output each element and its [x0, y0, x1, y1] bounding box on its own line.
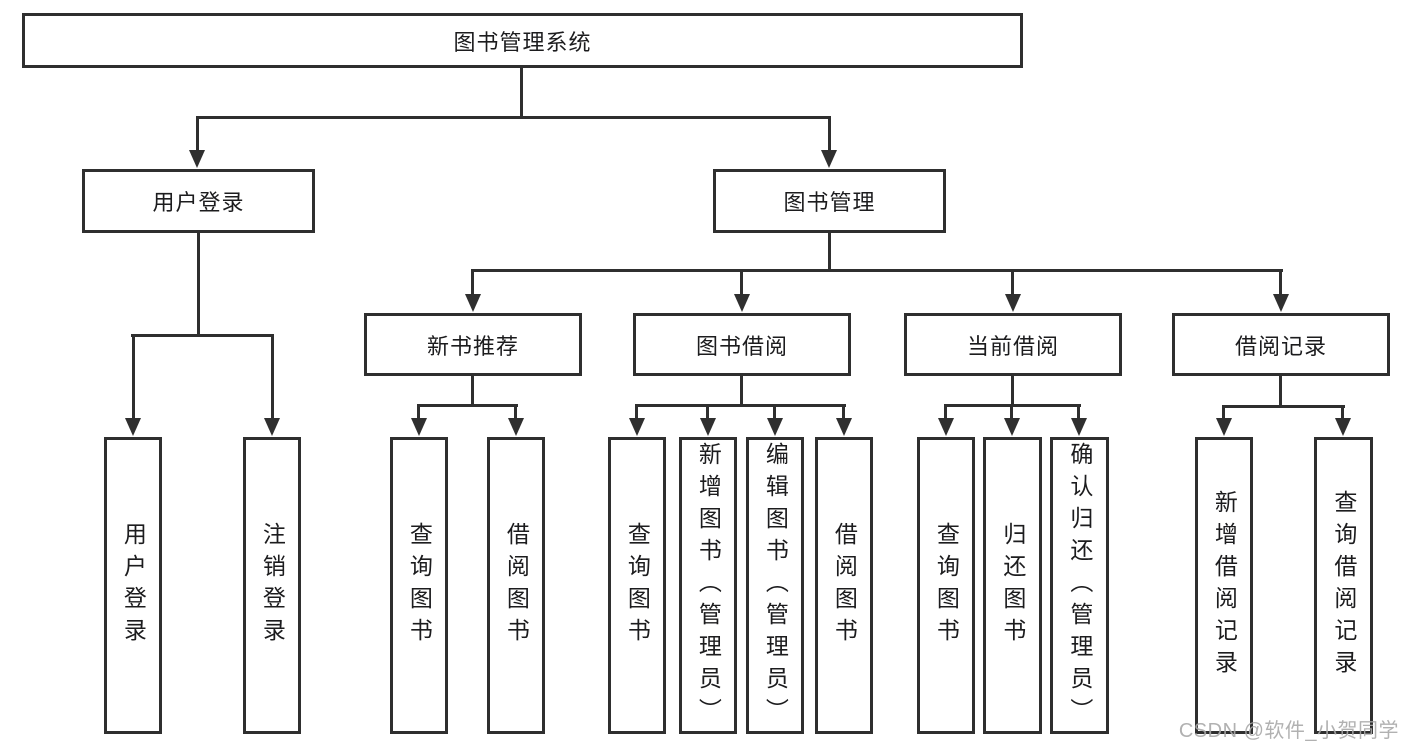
- connector-line: [471, 269, 1283, 272]
- leaf-query-books-recommend: 查询图书: [390, 437, 448, 734]
- arrow-down-icon: [125, 418, 141, 436]
- connector-line: [944, 404, 1081, 407]
- node-library-management-system: 图书管理系统: [22, 13, 1023, 68]
- node-new-book-recommendation: 新书推荐: [364, 313, 582, 376]
- csdn-watermark: CSDN @软件_小贺同学: [1178, 720, 1399, 742]
- connector-line: [1279, 376, 1282, 407]
- connector-line: [520, 68, 523, 118]
- leaf-logout: 注销登录: [243, 437, 301, 734]
- connector-line: [196, 116, 831, 119]
- arrow-down-icon: [767, 418, 783, 436]
- leaf-user-login: 用户登录: [104, 437, 162, 734]
- connector-line: [944, 406, 947, 420]
- leaf-confirm-return-admin: 确认归还（管理员）: [1050, 437, 1109, 734]
- node-label: 查询借阅记录: [1330, 489, 1357, 682]
- connector-line: [635, 404, 846, 407]
- connector-line: [773, 406, 776, 420]
- arrow-down-icon: [1335, 418, 1351, 436]
- arrow-down-icon: [508, 418, 524, 436]
- node-label: 借阅图书: [503, 521, 530, 650]
- node-label: 用户登录: [152, 190, 245, 215]
- node-label: 注销登录: [259, 521, 286, 650]
- node-user-login: 用户登录: [82, 169, 315, 233]
- connector-line: [1011, 376, 1014, 406]
- connector-line: [740, 271, 743, 297]
- leaf-query-books-borrow: 查询图书: [608, 437, 666, 734]
- connector-line: [1077, 406, 1080, 420]
- node-label: 查询图书: [933, 521, 960, 650]
- node-label: 当前借阅: [966, 333, 1059, 359]
- arrow-down-icon: [1005, 294, 1021, 312]
- connector-line: [271, 336, 274, 420]
- connector-line: [1011, 271, 1014, 297]
- connector-line: [514, 406, 517, 420]
- node-label: 编辑图书（管理员）: [762, 441, 789, 730]
- node-label: 查询图书: [624, 521, 651, 650]
- node-label: 用户登录: [120, 521, 147, 650]
- connector-line: [1279, 271, 1282, 297]
- connector-line: [706, 406, 709, 420]
- connector-line: [1010, 406, 1013, 420]
- connector-line: [131, 334, 274, 337]
- node-label: 图书管理: [783, 190, 876, 215]
- arrow-down-icon: [465, 294, 481, 312]
- arrow-down-icon: [734, 294, 750, 312]
- node-label: 图书借阅: [695, 333, 788, 359]
- node-label: 借阅图书: [831, 521, 858, 650]
- leaf-borrow-books-recommend: 借阅图书: [487, 437, 545, 734]
- node-label: 归还图书: [999, 521, 1026, 650]
- connector-line: [132, 336, 135, 420]
- leaf-query-books-current: 查询图书: [917, 437, 975, 734]
- leaf-return-books: 归还图书: [983, 437, 1042, 734]
- connector-line: [828, 233, 831, 271]
- connector-line: [842, 406, 845, 420]
- connector-line: [1222, 405, 1345, 408]
- arrow-down-icon: [836, 418, 852, 436]
- connector-line: [635, 406, 638, 420]
- node-borrowing-records: 借阅记录: [1172, 313, 1390, 376]
- node-book-management: 图书管理: [713, 169, 946, 233]
- connector-line: [828, 118, 831, 152]
- leaf-query-borrow-record: 查询借阅记录: [1314, 437, 1373, 734]
- node-label: 查询图书: [406, 521, 433, 650]
- arrow-down-icon: [189, 150, 205, 168]
- node-label: 新增图书（管理员）: [695, 441, 722, 730]
- arrow-down-icon: [1004, 418, 1020, 436]
- connector-line: [417, 404, 518, 407]
- connector-line: [471, 376, 474, 406]
- arrow-down-icon: [1273, 294, 1289, 312]
- connector-line: [197, 233, 200, 336]
- arrow-down-icon: [264, 418, 280, 436]
- arrow-down-icon: [938, 418, 954, 436]
- leaf-borrow-books: 借阅图书: [815, 437, 873, 734]
- connector-line: [740, 376, 743, 406]
- node-label: 确认归还（管理员）: [1066, 441, 1093, 730]
- arrow-down-icon: [629, 418, 645, 436]
- connector-line: [1341, 407, 1344, 420]
- node-label: 图书管理系统: [453, 29, 592, 55]
- connector-line: [417, 406, 420, 420]
- connector-line: [1222, 407, 1225, 420]
- node-current-borrowing: 当前借阅: [904, 313, 1122, 376]
- leaf-add-book-admin: 新增图书（管理员）: [679, 437, 737, 734]
- leaf-add-borrow-record: 新增借阅记录: [1195, 437, 1253, 734]
- node-label: 新书推荐: [426, 333, 519, 359]
- arrow-down-icon: [1071, 418, 1087, 436]
- connector-line: [471, 271, 474, 297]
- connector-line: [196, 118, 199, 152]
- node-label: 借阅记录: [1234, 333, 1327, 359]
- arrow-down-icon: [821, 150, 837, 168]
- arrow-down-icon: [411, 418, 427, 436]
- node-label: 新增借阅记录: [1211, 489, 1238, 682]
- leaf-edit-book-admin: 编辑图书（管理员）: [746, 437, 804, 734]
- arrow-down-icon: [1216, 418, 1232, 436]
- node-book-borrowing: 图书借阅: [633, 313, 851, 376]
- arrow-down-icon: [700, 418, 716, 436]
